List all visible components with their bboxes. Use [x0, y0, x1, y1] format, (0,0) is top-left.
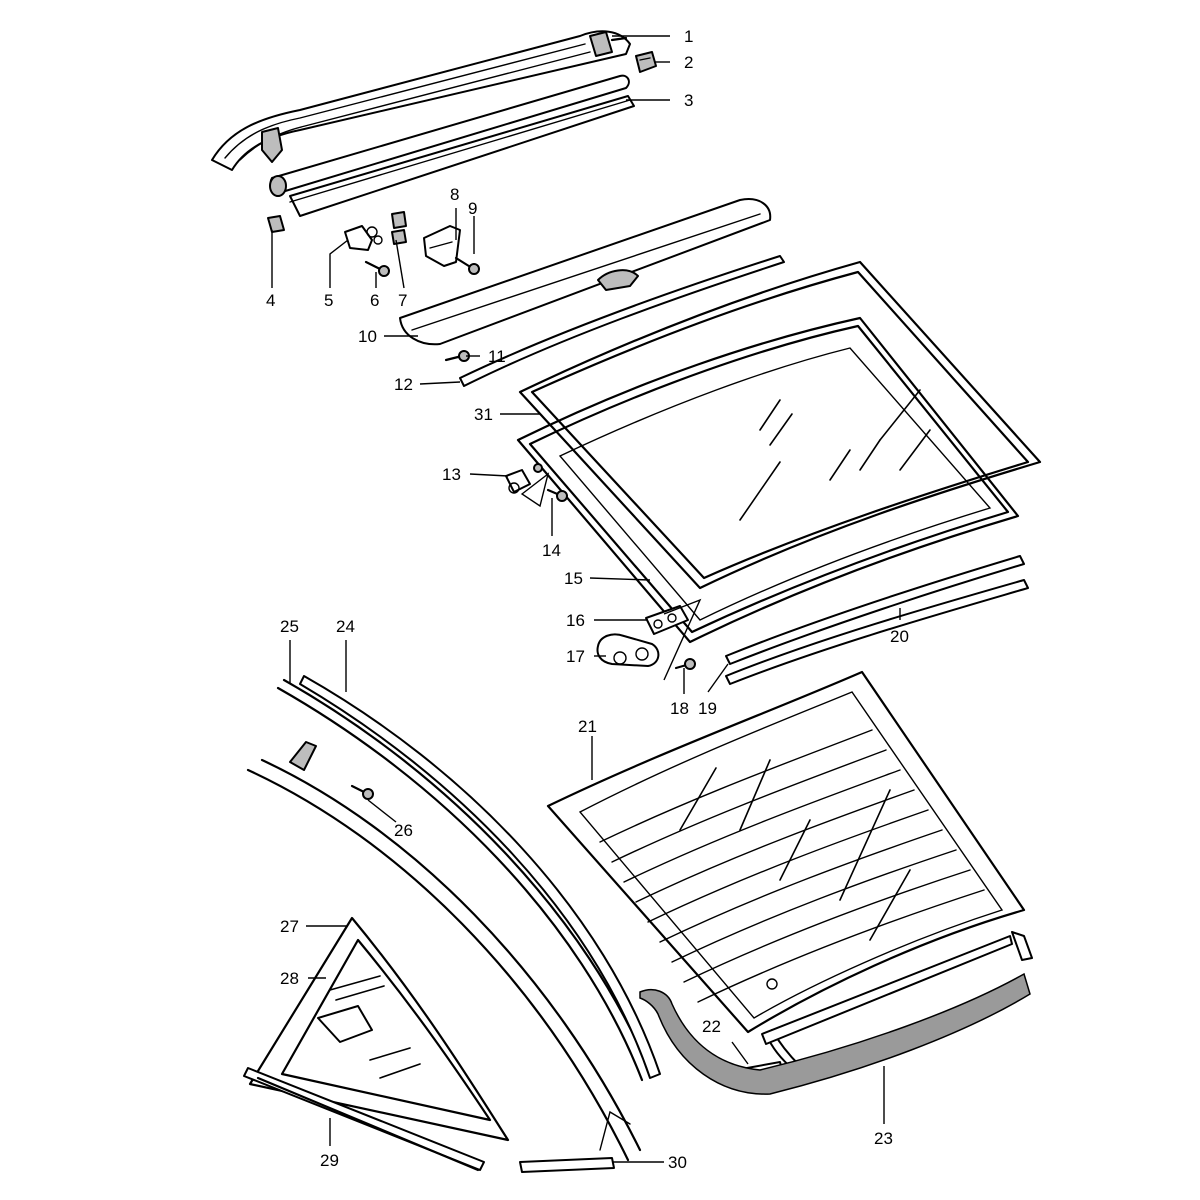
callout-14: 14	[542, 541, 561, 560]
callout-17: 17	[566, 647, 585, 666]
callout-10: 10	[358, 327, 377, 346]
callout-30: 30	[668, 1153, 687, 1172]
part-9-screw	[454, 256, 480, 275]
callout-6: 6	[370, 291, 379, 310]
part-11-screw	[444, 350, 470, 362]
callout-16: 16	[566, 611, 585, 630]
part-21-rear-window	[546, 670, 1026, 1034]
callout-7: 7	[398, 291, 407, 310]
part-8-hinge-bracket	[423, 225, 461, 267]
callout-15: 15	[564, 569, 583, 588]
callout-3: 3	[684, 91, 693, 110]
defroster-lines	[599, 729, 985, 1003]
callout-31: 31	[474, 405, 493, 424]
part-17-hinge-plate	[596, 633, 660, 667]
part-13-clip	[505, 463, 543, 494]
callout-13: 13	[442, 465, 461, 484]
callout-25: 25	[280, 617, 299, 636]
leader-lines	[271, 35, 901, 1163]
part-26-screw	[350, 784, 374, 800]
part-14-screw	[546, 488, 568, 502]
callout-29: 29	[320, 1151, 339, 1170]
callout-26: 26	[394, 821, 413, 840]
part-23-foam-seal	[639, 972, 1031, 1095]
part-2-clip	[635, 51, 657, 73]
part-6-screw	[364, 260, 390, 277]
callout-21: 21	[578, 717, 597, 736]
part-4-clip	[267, 215, 285, 233]
part-5-bracket	[344, 225, 383, 251]
part-29-lower-seal	[243, 1067, 485, 1172]
callout-12: 12	[394, 375, 413, 394]
callout-labels: 1 2 3 4 5 6 7 8 9 10 11 12 31 13 14 15 1…	[266, 27, 909, 1172]
part-1-roof-frame-rail	[211, 30, 631, 171]
callout-4: 4	[266, 291, 275, 310]
part-27-quarter-seal	[248, 916, 510, 1142]
callout-27: 27	[280, 917, 299, 936]
callout-28: 28	[280, 969, 299, 988]
part-7-nut	[391, 211, 407, 245]
part-25-side-seal	[276, 678, 654, 1082]
callout-8: 8	[450, 185, 459, 204]
part-31-frame-seal	[518, 260, 1042, 590]
part-28-quarter-glass	[280, 938, 492, 1122]
quarter-frame	[246, 741, 642, 1162]
callout-20: 20	[890, 627, 909, 646]
callout-24: 24	[336, 617, 355, 636]
part-15-glass-panel	[516, 316, 1020, 644]
callout-2: 2	[684, 53, 693, 72]
callout-5: 5	[324, 291, 333, 310]
callout-1: 1	[684, 27, 693, 46]
callout-19: 19	[698, 699, 717, 718]
part-30-trim-piece	[519, 1157, 615, 1173]
part-24-side-trim	[299, 675, 661, 1079]
part-19-strip	[725, 555, 1029, 685]
part-16-hinge-plate	[645, 605, 689, 635]
callout-18: 18	[670, 699, 689, 718]
callout-11: 11	[488, 347, 506, 366]
callout-22: 22	[702, 1017, 721, 1036]
part-18-screw	[674, 658, 696, 670]
callout-23: 23	[874, 1129, 893, 1148]
part-10-cover-panel	[399, 198, 772, 346]
callout-9: 9	[468, 199, 477, 218]
part-12-seal-strip	[459, 255, 785, 387]
part-3-roller-blind	[269, 74, 635, 217]
